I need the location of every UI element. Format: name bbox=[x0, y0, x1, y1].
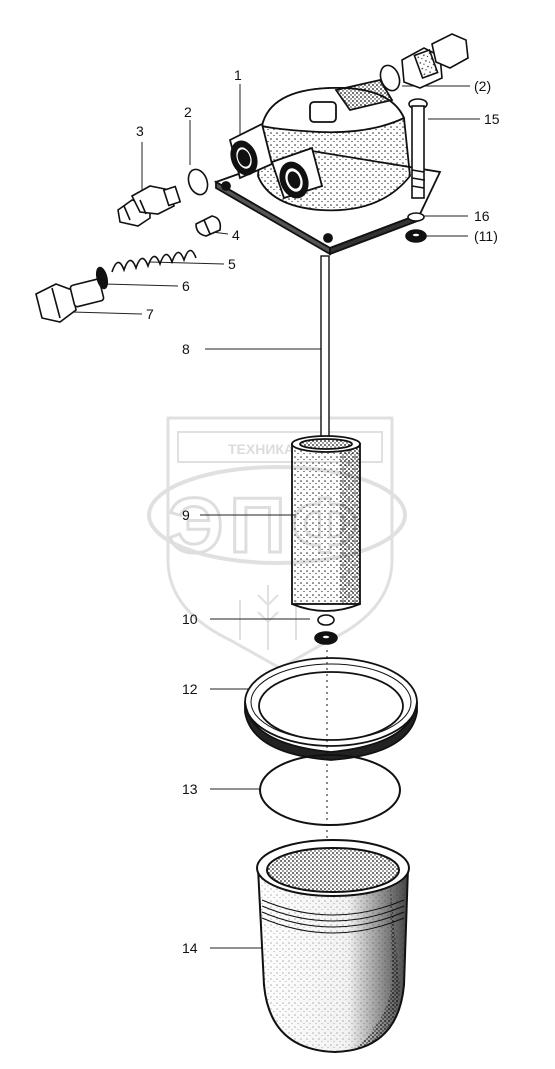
callout-12: 12 bbox=[182, 681, 198, 697]
part-6-washer bbox=[95, 266, 109, 290]
callout-14: 14 bbox=[182, 940, 198, 956]
callout-2b: (2) bbox=[474, 78, 491, 94]
callout-15: 15 bbox=[484, 111, 500, 127]
callout-5: 5 bbox=[228, 256, 236, 272]
callout-16: 16 bbox=[474, 208, 490, 224]
part-13-gasket bbox=[259, 754, 401, 826]
callout-1: 1 bbox=[234, 67, 242, 83]
callout-9: 9 bbox=[182, 507, 190, 523]
callout-11: (11) bbox=[474, 228, 498, 244]
part-11-nut bbox=[405, 229, 427, 243]
callout-8: 8 bbox=[182, 341, 190, 357]
part-16-washer bbox=[407, 212, 425, 222]
callout-labels: 1 2 (2) 3 4 5 6 7 8 9 10 (11) 12 13 14 1… bbox=[136, 67, 500, 956]
callout-7: 7 bbox=[146, 306, 154, 322]
part-15-bolt bbox=[408, 98, 428, 199]
part-2-o-ring bbox=[187, 168, 209, 196]
part-12-ring bbox=[244, 657, 418, 761]
part-2-o-ring-right bbox=[379, 64, 401, 92]
part-9-filter-element bbox=[291, 435, 361, 612]
part-14-bowl bbox=[256, 839, 410, 1054]
part-5-spring bbox=[111, 249, 197, 273]
callout-4: 4 bbox=[232, 227, 240, 243]
part-3-union-fitting bbox=[117, 185, 182, 227]
watermark: ТЕХНИКА ЭПФ bbox=[147, 416, 407, 670]
callout-10: 10 bbox=[182, 611, 198, 627]
part-7-plug-bolt bbox=[35, 278, 105, 323]
part-10-washer bbox=[314, 614, 338, 645]
part-right-union-fitting bbox=[401, 33, 469, 89]
part-1-filter-head bbox=[213, 78, 442, 256]
callout-13: 13 bbox=[182, 781, 198, 797]
wheat-icon bbox=[239, 585, 297, 650]
part-8-center-rod bbox=[320, 255, 330, 447]
part-4-valve bbox=[195, 215, 222, 237]
callout-3: 3 bbox=[136, 123, 144, 139]
watermark-line1: ТЕХНИКА bbox=[228, 441, 294, 457]
callout-6: 6 bbox=[182, 278, 190, 294]
callout-2: 2 bbox=[184, 104, 192, 120]
